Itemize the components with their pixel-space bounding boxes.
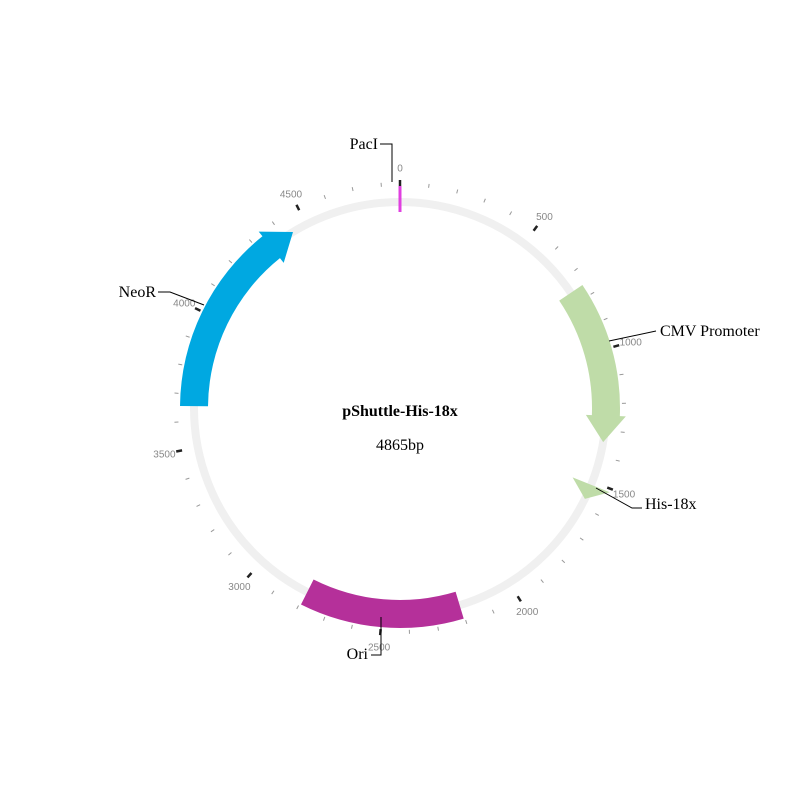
minor-tick <box>561 559 566 564</box>
major-tick <box>175 449 183 453</box>
minor-tick <box>540 579 544 583</box>
minor-tick <box>271 590 275 595</box>
minor-tick <box>178 363 183 366</box>
cmv-feature[interactable] <box>559 285 626 443</box>
major-tick <box>532 225 539 232</box>
minor-tick <box>228 552 232 556</box>
minor-tick <box>196 504 201 507</box>
ori-feature[interactable] <box>300 579 464 628</box>
minor-tick <box>185 477 190 480</box>
tick-label: 3500 <box>153 449 176 460</box>
minor-tick <box>437 626 439 631</box>
minor-tick <box>296 605 299 610</box>
tick-label: 4500 <box>280 190 303 201</box>
minor-tick <box>248 239 253 243</box>
minor-tick <box>323 194 326 200</box>
pacI-leader-line <box>380 143 393 182</box>
minor-tick <box>590 291 595 295</box>
tick-label: 1500 <box>613 490 636 501</box>
tick-label: 3000 <box>228 582 251 593</box>
minor-tick <box>595 513 600 516</box>
his18x-feature[interactable] <box>572 477 610 499</box>
minor-tick <box>615 459 620 462</box>
tick-marks: 0 500 1000 1500 2000 2500 3000 3500 4000 4500 <box>153 164 642 654</box>
major-tick <box>295 204 301 211</box>
minor-tick <box>483 198 486 203</box>
pacI-label[interactable]: PacI <box>350 136 378 153</box>
minor-tick <box>211 283 215 287</box>
his18x-leader-line <box>595 487 642 509</box>
minor-tick <box>509 211 513 216</box>
tick-label: 0 <box>397 164 403 175</box>
neor-leader-line <box>158 291 205 306</box>
major-tick <box>606 486 614 491</box>
minor-tick <box>574 267 578 272</box>
ori-leader-line <box>371 617 382 656</box>
his18x-label[interactable]: His-18x <box>645 496 697 513</box>
tick-label: 1000 <box>620 337 643 348</box>
major-tick <box>246 572 253 579</box>
plasmid-name: pShuttle-His-18x <box>342 403 458 420</box>
minor-tick <box>322 616 326 621</box>
minor-tick <box>210 529 215 533</box>
minor-tick <box>228 259 233 264</box>
tick-label: 2000 <box>516 607 539 618</box>
minor-tick <box>271 221 275 226</box>
minor-tick <box>185 335 190 338</box>
major-tick <box>194 306 201 312</box>
minor-tick <box>351 624 353 629</box>
minor-tick <box>351 187 354 192</box>
tick-label: 500 <box>536 212 553 223</box>
cmv-label[interactable]: CMV Promoter <box>660 323 760 340</box>
minor-tick <box>428 183 430 188</box>
minor-tick <box>619 373 624 376</box>
ori-label[interactable]: Ori <box>347 646 369 663</box>
tick-label: 2500 <box>368 643 391 654</box>
minor-tick <box>579 537 584 541</box>
neor-feature[interactable] <box>180 231 293 407</box>
features <box>180 186 626 628</box>
minor-tick <box>603 317 608 321</box>
major-tick <box>516 595 522 603</box>
major-tick <box>613 343 620 349</box>
minor-tick <box>491 609 495 614</box>
minor-tick <box>456 189 459 194</box>
neor-label[interactable]: NeoR <box>119 284 157 301</box>
minor-tick <box>465 619 468 625</box>
plasmid-size: 4865bp <box>376 437 424 454</box>
minor-tick <box>554 246 559 250</box>
tick-label: 4000 <box>173 298 196 309</box>
cmv-leader-line <box>608 330 657 342</box>
